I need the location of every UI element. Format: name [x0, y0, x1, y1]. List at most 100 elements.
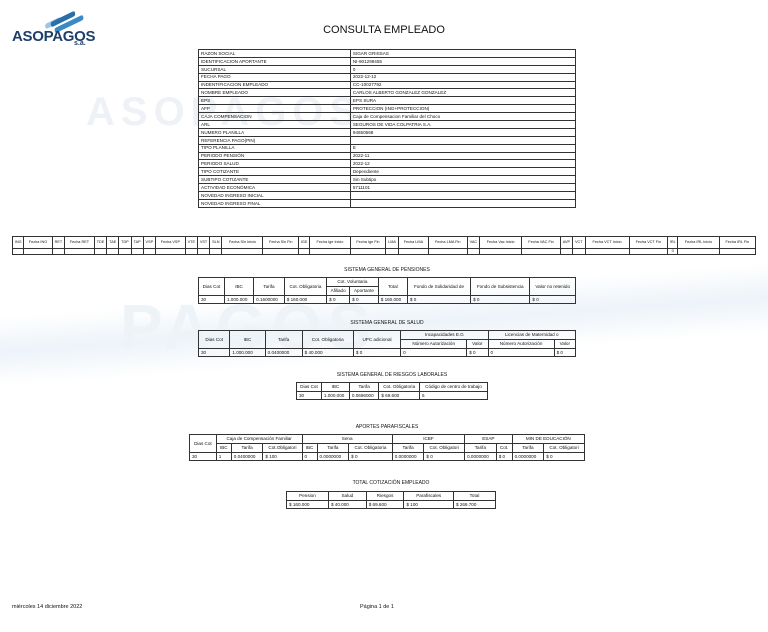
novedad-cell	[93, 248, 108, 255]
parafiscales-group: ESAP	[464, 434, 513, 444]
novedad-cell	[559, 248, 574, 255]
salud-h-cot: Cot. Obligatoria	[301, 330, 354, 349]
info-value	[349, 191, 577, 200]
salud-cell: 1.000.000	[229, 348, 266, 357]
pension-cell: $ 0	[529, 295, 576, 304]
novedad-header: ING	[11, 236, 25, 249]
salud-cell: 0	[487, 348, 555, 357]
parafiscales-subheader: Cot. Obligatori	[423, 443, 466, 453]
salud-h-val2: Valor	[553, 339, 577, 349]
novedad-header: LMA	[385, 236, 399, 249]
info-label: AFP	[198, 104, 351, 114]
parafiscales-subheader: Cot. Obligatoria	[348, 443, 393, 453]
pension-cell: $ 0	[406, 295, 472, 304]
novedad-cell	[718, 248, 757, 255]
parafiscales-subheader: Tarifa	[316, 443, 350, 453]
parafiscales-cell: 0.0000000	[511, 452, 545, 461]
pension-h-total: Total	[377, 277, 408, 296]
info-value: EPS SURA	[349, 96, 577, 106]
info-value: Caja de Compensacion Familiar del Choco	[349, 112, 577, 122]
info-label: SUCURSAL	[198, 64, 351, 74]
novedad-header: Fecha LMA Fin	[427, 236, 468, 249]
info-label: PERIODO PENSIÓN	[198, 151, 351, 161]
novedad-cell	[64, 248, 95, 255]
pension-h-afil: Afiliado	[326, 286, 351, 296]
salud-h-dias: Dias Cot	[197, 330, 231, 349]
total-cell: $ 69.600	[365, 500, 405, 509]
asopagos-logo: ASOPAGOS s.a.	[12, 10, 102, 47]
salud-table: Dias Cot IBC Tarifa Cot. Obligatoria UPC…	[197, 330, 577, 357]
salud-cell: $ 40.000	[301, 348, 354, 357]
pension-h-dias: Dias Cot	[198, 277, 225, 296]
logo-suffix: s.a.	[74, 40, 86, 47]
total-cell: $ 100	[403, 500, 454, 509]
info-value: NI-901299455	[349, 56, 577, 66]
salud-cell: 0.0400000	[264, 348, 303, 357]
parafiscales-cell: $ 0	[348, 452, 393, 461]
novedad-header: Fecha Ige Fin	[349, 236, 387, 249]
riesgos-header: IBC	[320, 382, 350, 392]
parafiscales-subheader: Tarifa	[391, 443, 425, 453]
novedad-header: AVP	[559, 236, 574, 249]
salud-h-upc: UPC adicional	[352, 330, 402, 349]
parafiscales-cell: 0.0000000	[391, 452, 425, 461]
riesgos-cell: 30	[296, 391, 322, 400]
salud-h-val1: Valor	[466, 339, 489, 349]
parafiscales-subheader: IBC	[301, 443, 318, 453]
pension-cell: 1.000.000	[223, 295, 255, 304]
parafiscales-group: Sena	[301, 434, 393, 444]
parafiscales-cell: 0.0400000	[230, 452, 264, 461]
novedad-cell	[349, 248, 387, 255]
novedad-header: Fecha Sln Inicio	[221, 236, 264, 249]
novedad-header: Fecha IRL Fin	[718, 236, 757, 249]
novedad-header: VST	[196, 236, 211, 249]
parafiscales-cell: $ 0	[495, 452, 513, 461]
pension-cell: $ 160.000	[377, 295, 408, 304]
novedad-header: RET	[51, 236, 66, 249]
total-cell: $ 40.000	[327, 500, 367, 509]
novedad-cell	[184, 248, 198, 255]
parafiscales-cell: $ 0	[423, 452, 466, 461]
info-row: REFERENCIA PAGO(PIN)	[198, 135, 577, 145]
riesgos-header: Dias Cot	[296, 382, 322, 392]
parafiscales-cell: 0.0000000	[464, 452, 497, 461]
novedad-header: TDE	[93, 236, 108, 249]
pension-h-fondo: Fondo de Solidaridad de	[406, 277, 472, 296]
info-row: NOVEDAD INGRESO INICIAL	[198, 191, 577, 200]
salud-cell: $ 0	[553, 348, 577, 357]
parafiscales-subheader: Cot.	[495, 443, 513, 453]
novedad-header: Fecha RET	[64, 236, 95, 249]
novedad-header: Fecha Ige Inicio	[309, 236, 351, 249]
total-header: Riesgos	[365, 491, 405, 501]
info-label: FECHA PAGO	[198, 72, 351, 82]
parafiscales-cell: $ 0	[543, 452, 585, 461]
novedad-header: TDP	[118, 236, 132, 249]
novedad-header: Fecha IRL Inicio	[677, 236, 720, 249]
total-section-title: TOTAL COTIZACIÓN EMPLEADO	[352, 480, 430, 486]
novedad-cell	[677, 248, 720, 255]
info-label: TIPO COTIZANTE	[198, 167, 351, 177]
info-value: 94650568	[349, 127, 577, 137]
novedad-cell	[309, 248, 351, 255]
total-header: Salud	[327, 491, 367, 501]
total-header: Pension	[286, 491, 329, 501]
info-label: REFERENCIA PAGO(PIN)	[198, 135, 351, 145]
logo-text: ASOPAGOS	[12, 28, 96, 45]
pension-table: Dias Cot IBC Tarifa Cot. Obligatoria Cot…	[198, 277, 576, 304]
info-label: NUMERO PLANILLA	[198, 127, 351, 137]
salud-cell: $ 0	[352, 348, 402, 357]
info-label: PERIODO SALUD	[198, 159, 351, 169]
pension-cell: $ 0	[470, 295, 531, 304]
info-value: 0	[349, 64, 577, 74]
info-label: RAZON SOCIAL	[198, 49, 351, 58]
parafiscales-group: Caja de Compensación Familiar	[215, 434, 303, 444]
